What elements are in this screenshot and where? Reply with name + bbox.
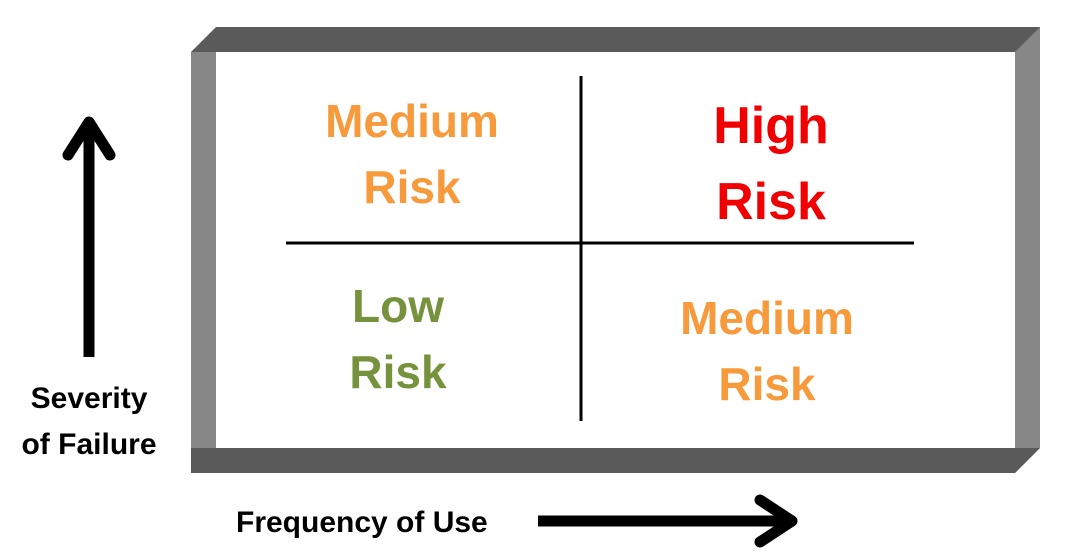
- frame-bottom-corner: [1015, 448, 1040, 473]
- matrix-inner-panel: [216, 52, 1015, 448]
- y-axis-arrow-icon: [62, 116, 116, 357]
- quadrant-top-right: High Risk: [713, 97, 829, 231]
- quadrant-top-left: Medium Risk: [325, 95, 499, 213]
- quadrant-bottom-left: Low Risk: [349, 280, 447, 398]
- quadrant-bottom-left-line2: Risk: [349, 346, 447, 398]
- frame-left-side: [191, 52, 216, 473]
- x-axis-label: Frequency of Use: [236, 506, 488, 539]
- quadrant-top-left-line2: Risk: [363, 161, 461, 213]
- frame-bottom-side: [191, 448, 1015, 473]
- quadrant-bottom-right: Medium Risk: [680, 292, 854, 410]
- quadrant-bottom-right-line2: Risk: [718, 358, 816, 410]
- frame-top-bevel-fill: [191, 27, 1040, 52]
- y-axis-label-line1: Severity: [31, 382, 148, 415]
- x-axis-arrow-icon: [538, 494, 798, 548]
- frame-right-side: [1015, 27, 1040, 473]
- quadrant-bottom-left-line1: Low: [352, 280, 444, 332]
- quadrant-top-right-line2: Risk: [716, 173, 826, 231]
- quadrant-bottom-right-line1: Medium: [680, 292, 854, 344]
- matrix-frame: [191, 27, 1040, 473]
- y-axis-label-line2: of Failure: [21, 428, 156, 461]
- quadrant-top-left-line1: Medium: [325, 95, 499, 147]
- quadrant-top-right-line1: High: [713, 97, 829, 155]
